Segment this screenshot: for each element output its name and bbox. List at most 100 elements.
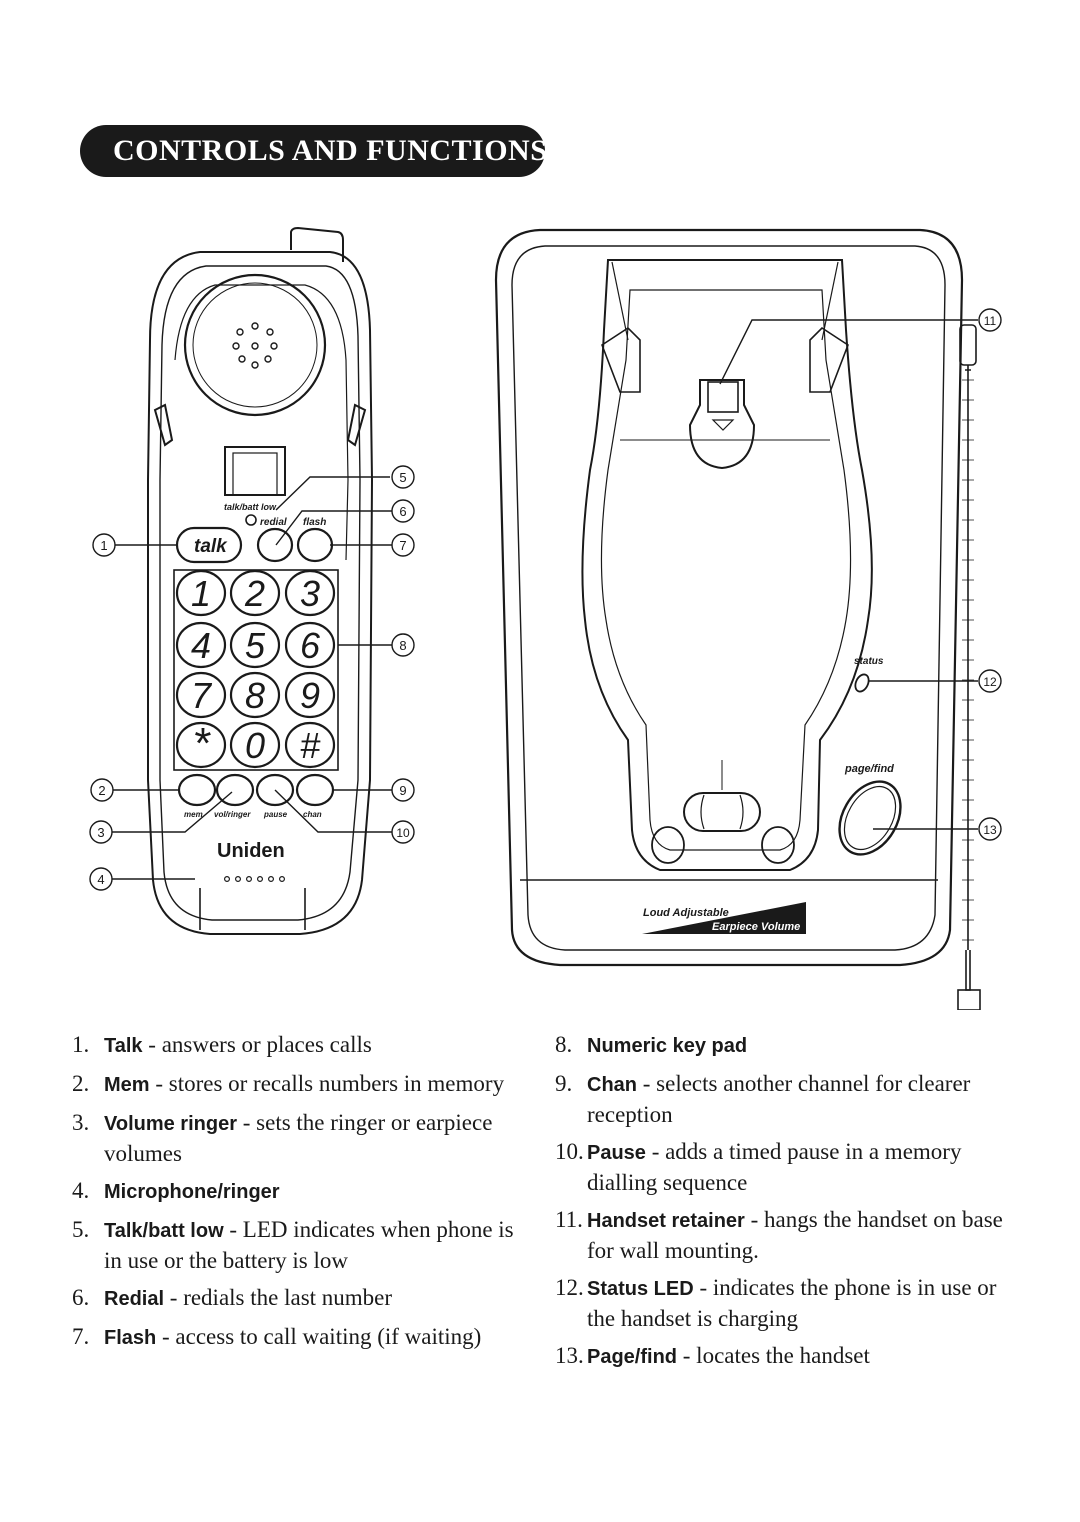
key-10-button[interactable] [229,721,281,769]
handset-retainer [688,379,756,470]
mem-button[interactable] [177,773,217,807]
callout-8 [391,633,415,657]
function-list-left: 1.Talk - answers or places calls 2.Mem - … [72,1030,520,1361]
key-0-button[interactable] [175,569,227,617]
callout-4 [89,867,113,891]
item-description: - selects another channel for clearer re… [587,1071,971,1127]
vol-ringer-button[interactable] [215,773,255,807]
key-3-label: 4 [191,625,211,666]
item-term: Numeric key pad [587,1035,748,1057]
list-item: 12.Status LED - indicates the phone is i… [555,1273,1015,1333]
key-7-button[interactable] [229,671,281,719]
item-description: - locates the handset [677,1343,870,1368]
flash-label: flash [303,517,326,528]
callout-4-label: 4 [97,872,104,887]
key-4-label: 5 [245,625,266,666]
talkbatt-led [245,514,257,526]
item-description: - sets the ringer or earpiece volumes [104,1110,493,1166]
callout-9-label: 9 [399,783,406,798]
key-2-label: 3 [300,573,320,614]
antenna [957,324,981,1010]
callout-10-label: 10 [396,826,410,840]
callout-7 [391,533,415,557]
item-term: Chan [587,1074,637,1096]
pagefind-button[interactable] [827,771,913,866]
item-term: Microphone/ringer [104,1181,280,1203]
chan-label: chan [303,810,322,819]
flash-button[interactable] [296,527,334,563]
key-1-button[interactable] [229,569,281,617]
item-number: 7. [72,1324,90,1349]
mem-label: mem [184,810,203,819]
item-number: 13. [555,1343,584,1368]
callout-8-label: 8 [399,638,406,653]
list-item: 5.Talk/batt low - LED indicates when pho… [72,1215,520,1275]
cradle [581,259,873,871]
item-number: 9. [555,1071,573,1096]
list-item: 6.Redial - redials the last number [72,1283,520,1314]
item-term: Page/find [587,1346,678,1368]
key-6-button[interactable] [175,671,227,719]
item-term: Talk/batt low [104,1220,224,1242]
pause-label: pause [263,810,288,819]
item-number: 8. [555,1032,573,1057]
item-number: 11. [555,1207,583,1232]
item-term: Pause [587,1142,646,1164]
chan-button[interactable] [295,773,335,807]
key-9-label: * [192,719,211,768]
callout-6-label: 6 [399,504,406,519]
callout-13 [978,817,1002,841]
list-item: 10.Pause - adds a timed pause in a memor… [555,1137,1015,1197]
redial-button[interactable] [256,527,294,563]
item-description: - indicates the phone is in use or the h… [587,1275,997,1331]
callout-2-label: 2 [98,783,105,798]
callout-12-label: 12 [983,675,997,689]
callout-5-label: 5 [399,470,406,485]
item-description: - answers or places calls [142,1032,372,1057]
item-number: 6. [72,1285,90,1310]
item-number: 2. [72,1071,90,1096]
item-term: Handset retainer [587,1210,745,1232]
item-description: - adds a timed pause in a memory diallin… [587,1139,962,1195]
key-9-button[interactable] [175,721,227,769]
key-11-button[interactable] [284,721,336,769]
key-4-button[interactable] [229,621,281,669]
base-outer [494,228,964,967]
list-item: 2.Mem - stores or recalls numbers in mem… [72,1069,520,1100]
callout-11-label: 11 [984,314,997,328]
callout-1 [92,533,116,557]
callout-3 [89,820,113,844]
key-3-button[interactable] [175,621,227,669]
page-title: CONTROLS AND FUNCTIONS [113,134,548,167]
key-7-label: 8 [245,675,265,716]
callout-2 [90,778,114,802]
volume-banner [642,902,806,934]
callout-12 [978,669,1002,693]
item-number: 3. [72,1110,90,1135]
status-led [854,673,870,693]
key-11-label: # [300,725,321,766]
earpiece-holes [232,322,278,369]
earpiece [183,273,327,417]
base-illustration: status page/find Loud Adjustable Earpiec… [494,228,981,1010]
key-8-button[interactable] [284,671,336,719]
header-banner [80,125,545,177]
item-term: Volume ringer [104,1113,237,1135]
pause-button[interactable] [255,773,295,807]
volume-text-1: Loud Adjustable [643,907,729,919]
list-item: 1.Talk - answers or places calls [72,1030,520,1061]
key-5-button[interactable] [284,621,336,669]
item-number: 4. [72,1178,90,1203]
callout-markers [89,308,1002,891]
charging-contacts [683,792,761,832]
callout-7-label: 7 [399,538,406,553]
item-description: - hangs the handset on base for wall mou… [587,1207,1003,1263]
key-6-label: 7 [191,675,213,716]
key-2-button[interactable] [284,569,336,617]
handset-body [147,251,374,935]
key-1-label: 2 [244,573,265,614]
volume-text-2: Earpiece Volume [712,921,800,933]
callout-9 [391,778,415,802]
